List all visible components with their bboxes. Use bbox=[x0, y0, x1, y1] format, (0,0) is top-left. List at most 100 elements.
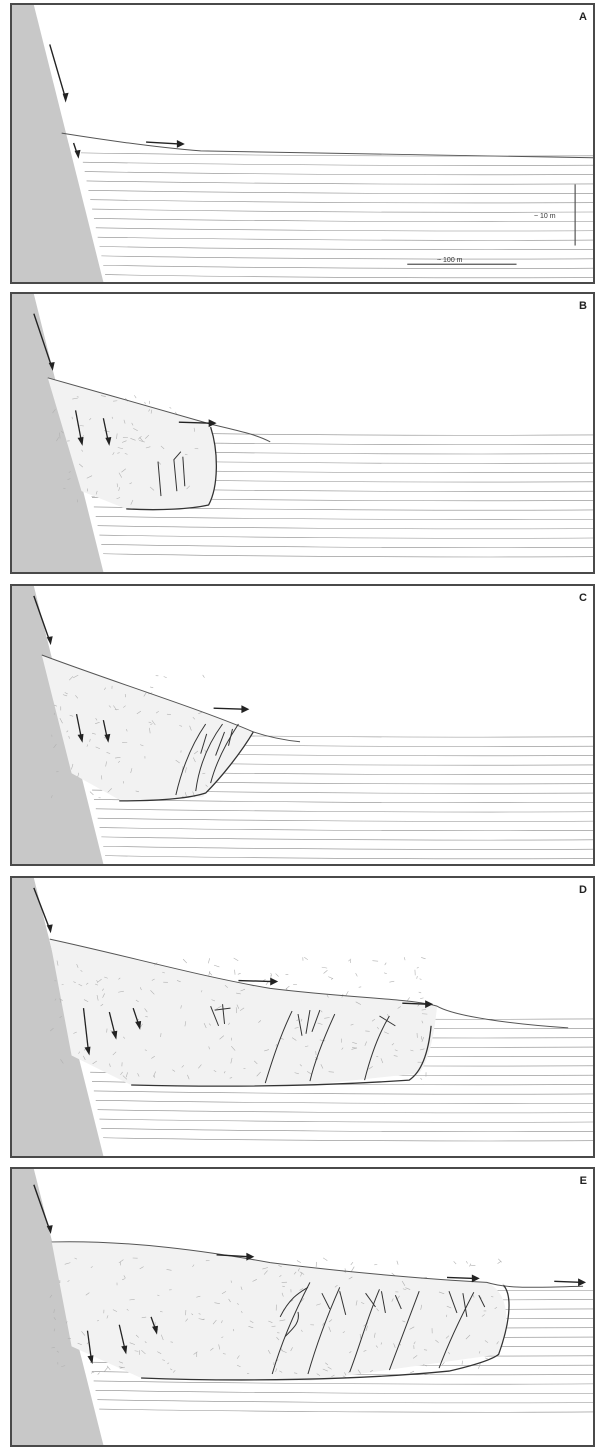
debris-fragment bbox=[442, 1362, 444, 1365]
panel-letter: E bbox=[580, 1175, 587, 1187]
debris-fragment bbox=[164, 676, 167, 677]
debris-fragment bbox=[183, 959, 187, 963]
debris-fragment bbox=[238, 973, 241, 974]
bedding-line bbox=[83, 162, 593, 165]
debris-fragment bbox=[276, 974, 279, 977]
bedding-line bbox=[98, 526, 593, 529]
debris-fragment bbox=[150, 687, 153, 688]
panel-letter: C bbox=[579, 592, 587, 604]
debris-fragment bbox=[234, 958, 239, 961]
bedding-line bbox=[99, 535, 593, 538]
debris-fragment bbox=[209, 971, 210, 975]
bedding-line bbox=[100, 828, 593, 831]
panel-b-drawing bbox=[12, 294, 593, 572]
panel-letter: A bbox=[579, 11, 587, 23]
debris-fragment bbox=[385, 963, 386, 965]
debris-fragment bbox=[104, 1367, 108, 1372]
horizontal-scale-label: ~ 100 m bbox=[437, 257, 463, 264]
debris-fragment bbox=[351, 1262, 353, 1265]
bedding-line bbox=[103, 265, 593, 268]
debris-fragment bbox=[346, 991, 349, 996]
bedding-line bbox=[105, 856, 593, 859]
bedding-line bbox=[101, 1128, 593, 1131]
debris-fragment bbox=[485, 1358, 488, 1359]
debris-fragment bbox=[170, 407, 172, 408]
debris-fragment bbox=[421, 957, 425, 958]
debris-fragment bbox=[498, 1261, 501, 1263]
bedding-line bbox=[101, 837, 593, 840]
bedding-line bbox=[96, 228, 593, 231]
debris-fragment bbox=[384, 973, 387, 974]
bedding-line bbox=[98, 818, 593, 821]
bedding-line bbox=[100, 247, 593, 250]
bedding-line bbox=[103, 554, 593, 557]
scale-bars bbox=[407, 184, 575, 264]
panel-a-drawing bbox=[12, 5, 593, 282]
bedding-line bbox=[87, 181, 593, 184]
panel-e: E bbox=[10, 1167, 595, 1447]
panel-d-drawing bbox=[12, 878, 593, 1156]
bedding-line bbox=[99, 1119, 593, 1122]
bedding-line bbox=[101, 544, 593, 547]
vertical-scale-label: ~ 10 m bbox=[534, 213, 556, 220]
debris-fragment bbox=[454, 1261, 456, 1264]
debris-body bbox=[52, 1242, 507, 1381]
debris-fragment bbox=[145, 402, 146, 404]
debris-fragment bbox=[209, 972, 212, 975]
debris-fragment bbox=[304, 957, 308, 960]
debris-fragment bbox=[286, 986, 290, 989]
bedding-line bbox=[98, 1110, 593, 1113]
panel-letter: B bbox=[579, 300, 587, 312]
bedding-line bbox=[90, 200, 593, 203]
bedding-line bbox=[88, 190, 593, 193]
debris-fragment bbox=[98, 1373, 100, 1375]
debris-fragment bbox=[351, 1267, 354, 1272]
debris-fragment bbox=[324, 970, 328, 973]
bedding-line bbox=[98, 237, 593, 240]
debris-fragment bbox=[420, 998, 423, 999]
deposit-top bbox=[62, 133, 593, 158]
bedding-line bbox=[105, 275, 593, 278]
debris-fragment bbox=[419, 992, 421, 993]
bedding-line bbox=[96, 1100, 593, 1103]
bedding-line bbox=[92, 209, 593, 212]
bedding-lines bbox=[81, 153, 593, 278]
debris-fragment bbox=[322, 967, 327, 968]
bedding-line bbox=[94, 218, 593, 221]
bedding-line bbox=[103, 846, 593, 849]
slope-wall bbox=[12, 5, 103, 282]
bedding-line bbox=[96, 516, 593, 519]
bedding-line bbox=[96, 1390, 593, 1393]
debris-fragment bbox=[417, 976, 418, 979]
debris-fragment bbox=[297, 1261, 301, 1263]
debris-fragment bbox=[208, 958, 209, 963]
bedding-line bbox=[101, 256, 593, 259]
bedding-line bbox=[103, 1138, 593, 1141]
bedding-line bbox=[99, 1409, 593, 1412]
debris-fragment bbox=[404, 957, 405, 960]
debris-fragment bbox=[478, 1363, 480, 1368]
panel-c-drawing bbox=[12, 586, 593, 864]
debris-fragment bbox=[420, 1078, 421, 1080]
debris-fragment bbox=[323, 1258, 327, 1261]
debris-fragment bbox=[134, 395, 136, 398]
debris-fragment bbox=[90, 792, 93, 795]
debris-fragment bbox=[420, 979, 422, 980]
debris-fragment bbox=[407, 997, 409, 1000]
panel-c: C bbox=[10, 584, 595, 866]
debris-fragment bbox=[466, 1261, 467, 1263]
debris-body bbox=[50, 939, 437, 1085]
panel-e-drawing bbox=[12, 1169, 593, 1445]
panel-d: D bbox=[10, 876, 595, 1158]
bedding-line bbox=[94, 1381, 593, 1384]
debris-fragment bbox=[356, 973, 358, 976]
debris-fragment bbox=[462, 1361, 463, 1365]
debris-fragment bbox=[203, 675, 205, 678]
debris-fragment bbox=[214, 965, 219, 967]
bedding-line bbox=[94, 799, 593, 802]
bedding-line bbox=[96, 809, 593, 812]
bedding-line bbox=[85, 172, 593, 175]
debris-fragment bbox=[410, 1371, 414, 1373]
panel-a: A ~ 10 m ~ 100 m bbox=[10, 3, 595, 284]
debris-fragment bbox=[397, 1261, 398, 1265]
